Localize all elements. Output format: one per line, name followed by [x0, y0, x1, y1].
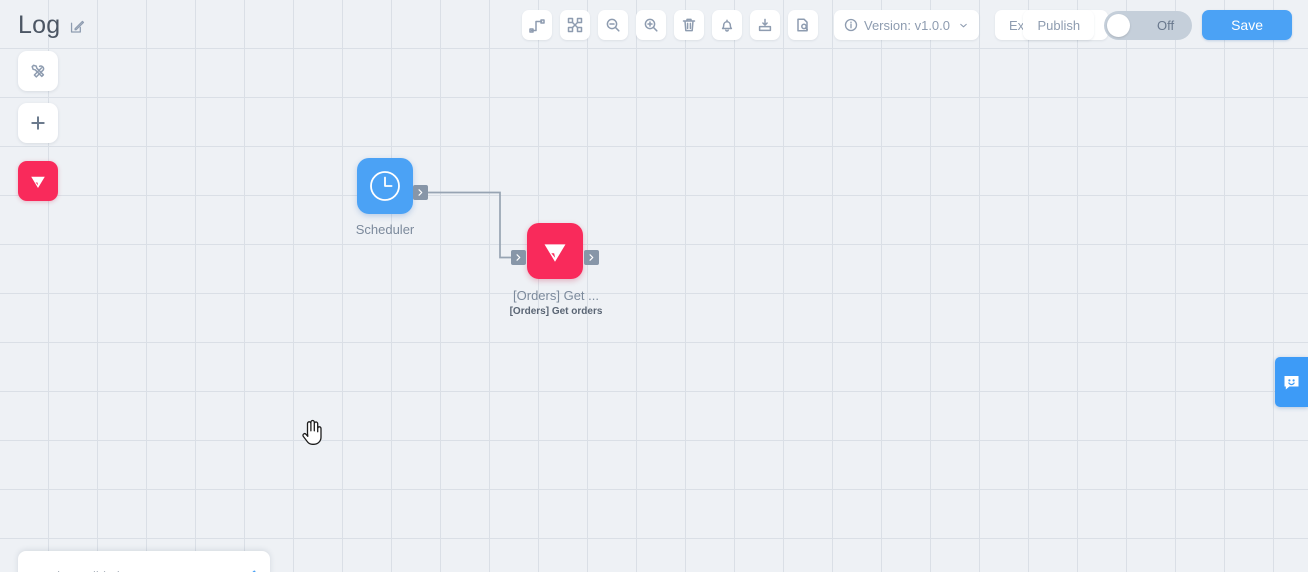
node-orders-label: [Orders] Get ...	[513, 288, 599, 303]
chevron-down-icon	[960, 23, 967, 27]
tools-icon	[31, 64, 45, 78]
document-search-button[interactable]	[788, 10, 818, 40]
port-orders-output[interactable]	[584, 250, 599, 265]
header-actions: Publish Off Save	[1023, 10, 1292, 40]
delete-button[interactable]	[674, 10, 704, 40]
support-chat-button[interactable]	[1275, 357, 1308, 407]
toggle-label: Off	[1156, 17, 1175, 33]
enable-toggle[interactable]: Off	[1104, 10, 1193, 40]
page-title-group: Log	[18, 10, 86, 40]
chevron-right-icon	[516, 254, 521, 261]
fit-to-screen-button[interactable]	[560, 10, 590, 40]
save-button[interactable]: Save	[1202, 10, 1292, 40]
notifications-button[interactable]	[712, 10, 742, 40]
canvas-toolbar: Version: v1.0.0 Execution logs	[522, 10, 1108, 40]
app-logo-icon	[31, 176, 45, 188]
version-selector[interactable]: Version: v1.0.0	[834, 10, 979, 40]
sidebar-item-app-logo[interactable]	[18, 161, 58, 201]
toggle-knob	[1107, 13, 1131, 37]
node-orders-sublabel: [Orders] Get orders	[509, 306, 603, 317]
app-logo-icon	[544, 244, 566, 262]
grab-hand-cursor	[302, 419, 322, 445]
node-scheduler[interactable]	[357, 158, 413, 214]
design-validation-panel[interactable]: Design Validation	[18, 551, 270, 572]
edit-pencil-icon[interactable]	[69, 15, 86, 35]
import-button[interactable]	[750, 10, 780, 40]
chevron-right-icon	[589, 254, 594, 261]
port-orders-input[interactable]	[511, 250, 526, 265]
plus-icon	[31, 116, 45, 130]
connector-style-button[interactable]	[522, 10, 552, 40]
chat-smiley-icon	[1284, 375, 1299, 389]
clock-icon	[370, 171, 400, 201]
sidebar-item-tools[interactable]	[18, 51, 58, 91]
zoom-out-button[interactable]	[598, 10, 628, 40]
design-validation-title: Design Validation	[34, 569, 134, 572]
node-scheduler-label: Scheduler	[355, 222, 415, 237]
page-title: Log	[18, 11, 61, 39]
publish-button[interactable]: Publish	[1023, 10, 1095, 40]
port-scheduler-output[interactable]	[413, 185, 428, 200]
zoom-in-button[interactable]	[636, 10, 666, 40]
version-label: Version: v1.0.0	[864, 17, 950, 33]
node-orders[interactable]	[527, 223, 583, 279]
sidebar-item-add-node[interactable]	[18, 103, 58, 143]
chevron-right-icon	[418, 189, 423, 196]
